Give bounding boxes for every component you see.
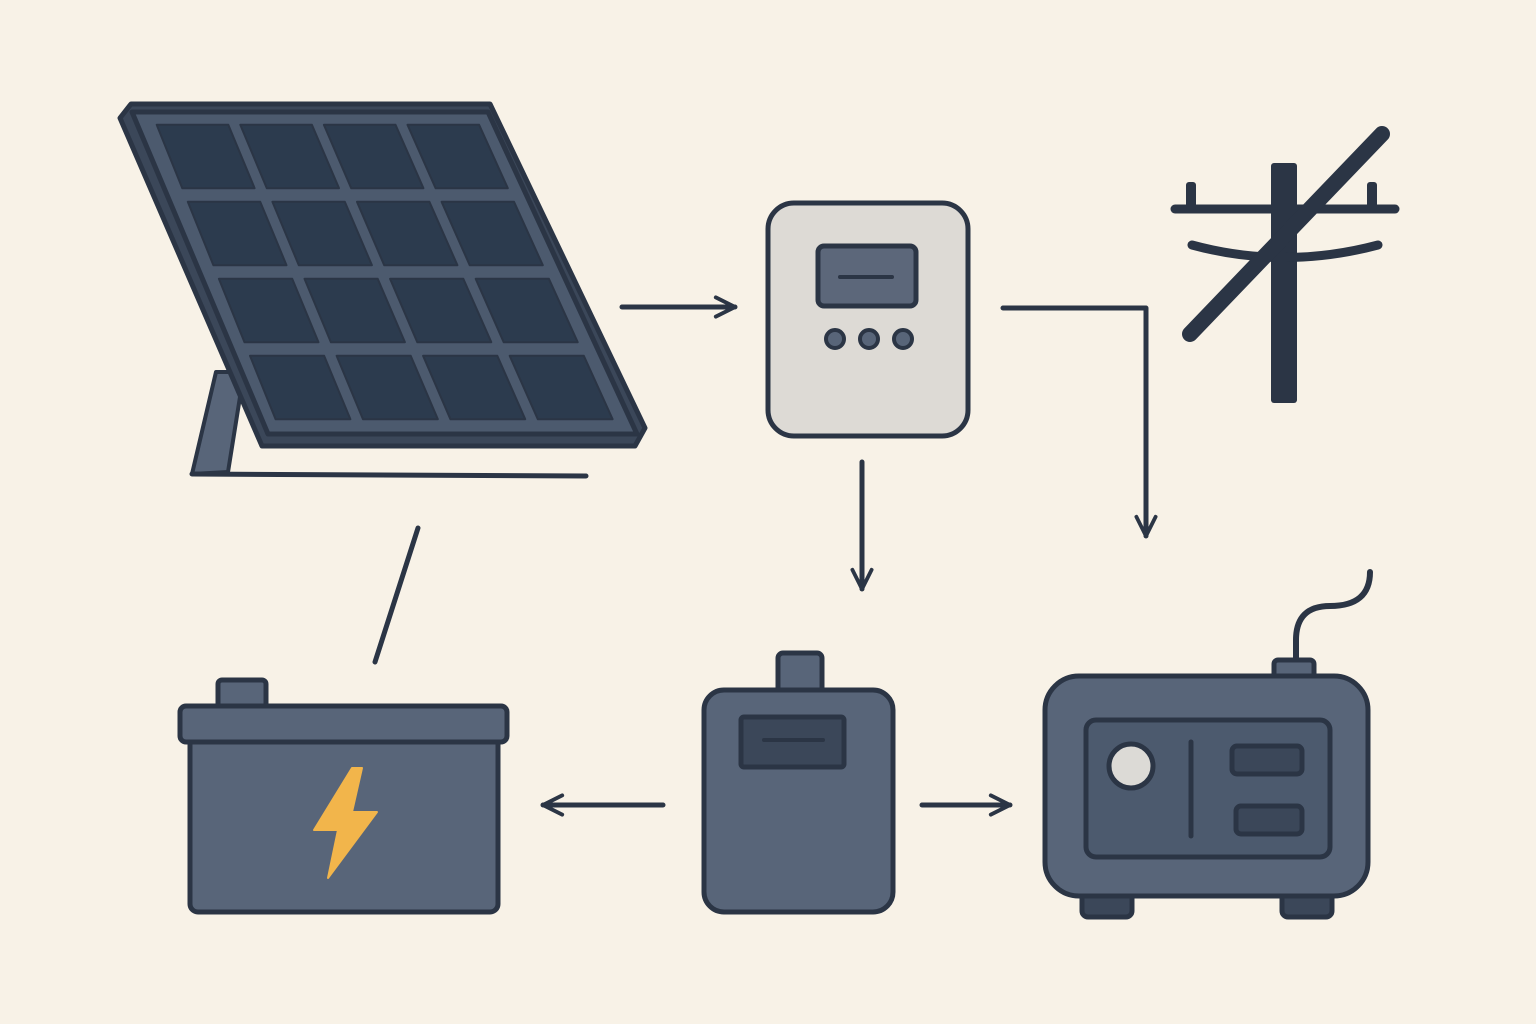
solar-cell	[422, 354, 527, 421]
charge-controller-icon	[765, 200, 971, 439]
solar-panel-icon	[117, 101, 648, 479]
solar-cell	[440, 200, 544, 267]
solar-cell	[406, 123, 509, 190]
power-station-outlet-bottom	[1233, 803, 1305, 837]
utility-pole-insulator-left	[1186, 182, 1196, 210]
solar-cell	[508, 354, 614, 421]
solar-cell	[271, 200, 373, 267]
connector-panel-battery	[372, 525, 421, 665]
utility-pole-insulator-right	[1367, 182, 1377, 210]
solar-cell	[356, 200, 459, 267]
charge-controller-button-2	[858, 328, 880, 350]
arrow-controller-to-power-station	[1000, 305, 1158, 539]
solar-cell	[186, 200, 288, 267]
utility-pole-post	[1271, 163, 1297, 403]
solar-cell	[303, 277, 406, 344]
solar-panel-ground-line	[189, 471, 589, 479]
power-station-outlet-top	[1229, 743, 1305, 777]
charge-controller-button-3	[892, 328, 914, 350]
utility-pole-crossed-icon	[1170, 126, 1400, 403]
charge-controller-button-1	[824, 328, 846, 350]
power-station-cable	[1293, 569, 1373, 667]
power-station-knob	[1106, 741, 1156, 791]
battery-lid	[177, 703, 510, 745]
solar-cell	[249, 354, 352, 421]
solar-cell	[474, 277, 579, 344]
solar-cell	[335, 354, 439, 421]
solar-cell	[155, 123, 256, 190]
solar-cell	[217, 277, 320, 344]
portable-power-station-icon	[1042, 569, 1373, 920]
lightning-bolt-icon	[313, 767, 378, 879]
solar-cell	[239, 123, 340, 190]
utility-pole-cross-slash	[1182, 126, 1390, 342]
utility-pole-wire	[1187, 240, 1383, 262]
battery-icon	[177, 677, 510, 915]
solar-cell	[389, 277, 493, 344]
solar-panel-frame	[129, 109, 640, 437]
charge-controller-body	[765, 200, 971, 439]
solar-panel-cells	[155, 123, 614, 421]
solar-cell	[322, 123, 425, 190]
inverter-icon	[701, 650, 896, 915]
